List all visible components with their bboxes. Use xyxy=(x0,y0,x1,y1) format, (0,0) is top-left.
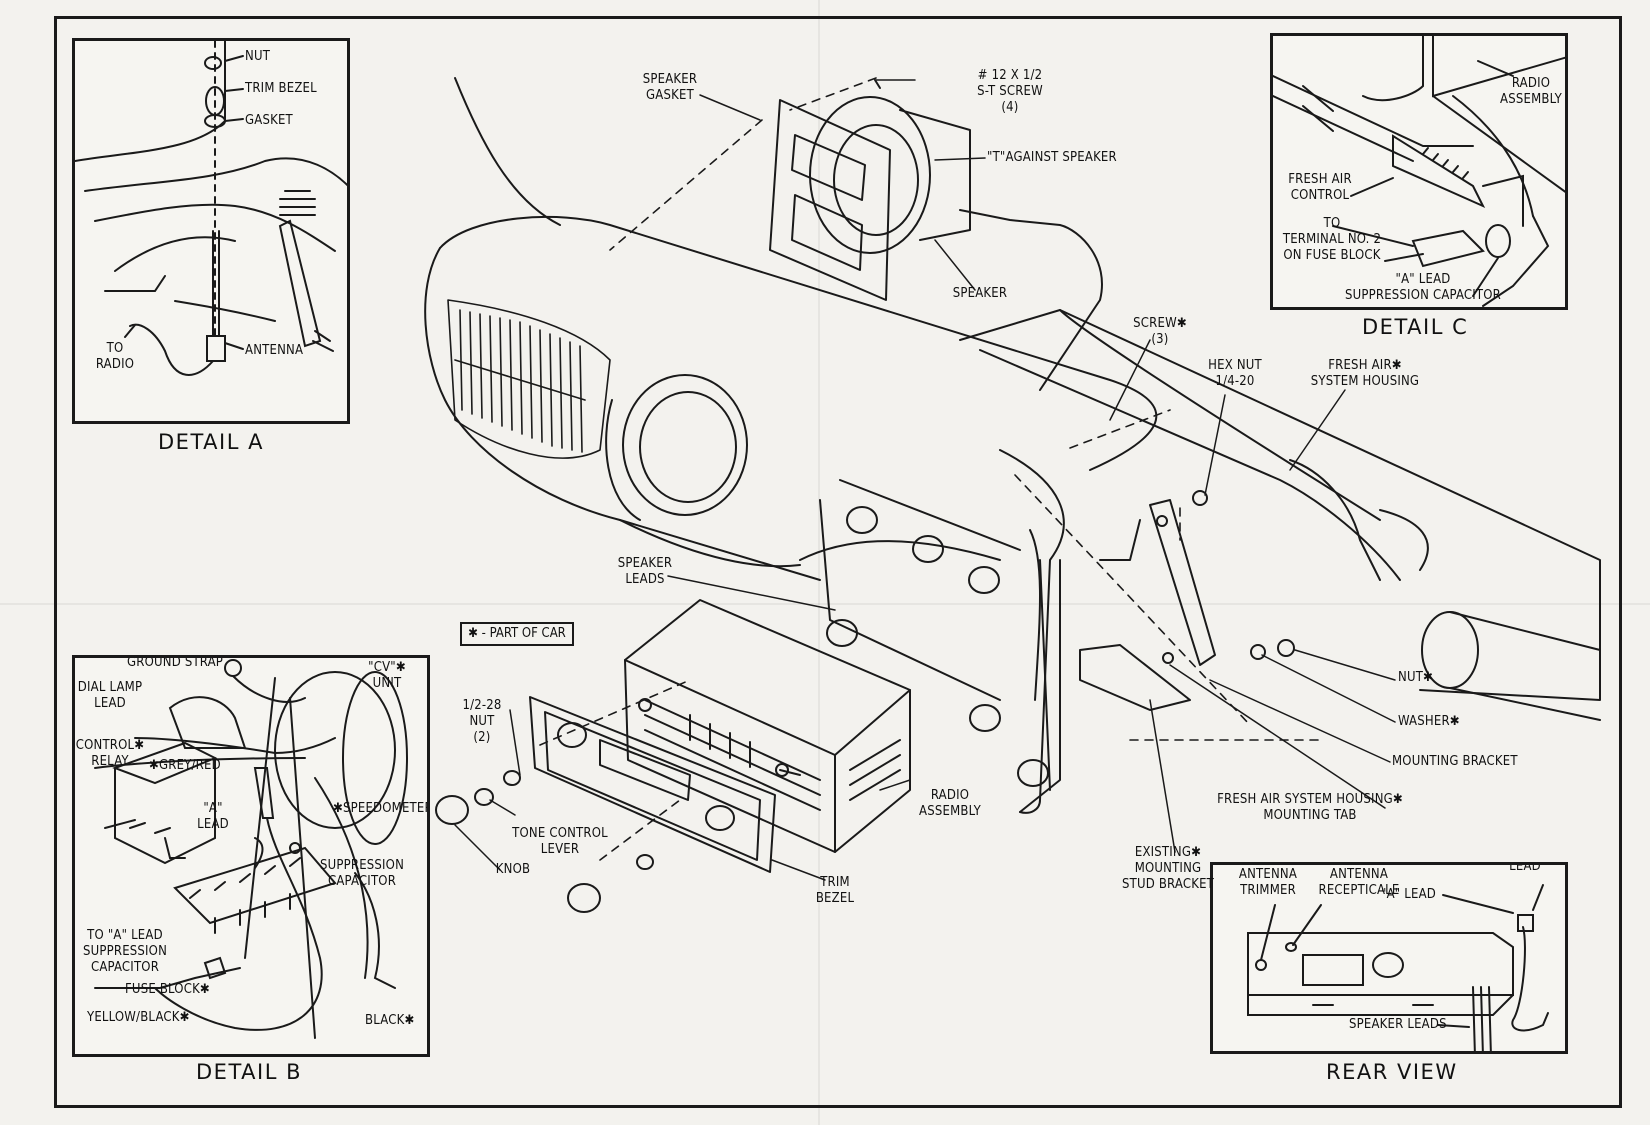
radio-assembly xyxy=(624,599,911,853)
label-r-antenna-trimmer: ANTENNA TRIMMER xyxy=(1238,867,1298,898)
rear-view-panel: ANTENNA TRIMMER ANTENNA RECEPTICALE DIAL… xyxy=(1210,862,1568,1054)
label-screw-3: SCREW✱ (3) xyxy=(1133,316,1187,347)
label-radio-assembly-main: RADIO ASSEMBLY xyxy=(919,788,981,819)
label-hex-nut: HEX NUT 1/4-20 xyxy=(1208,358,1262,389)
rear-view-drawing xyxy=(1247,884,1549,1051)
label-b-fuse-block: FUSE BLOCK✱ xyxy=(125,982,210,997)
mounting-bracket xyxy=(1079,490,1295,711)
label-b-suppression: SUPPRESSION CAPACITOR xyxy=(319,858,405,889)
exploded-knobs xyxy=(435,770,654,913)
label-screw-12: # 12 X 1/2 S-T SCREW (4) xyxy=(977,68,1043,115)
fold-crease-horizontal xyxy=(0,603,1650,605)
label-a-gasket: GASKET xyxy=(245,113,293,128)
label-a-to-radio: TO RADIO xyxy=(95,341,135,372)
label-trim-bezel-main: TRIM BEZEL xyxy=(815,875,855,906)
label-c-radio-assembly: RADIO ASSEMBLY xyxy=(1500,76,1562,107)
label-knob: KNOB xyxy=(495,862,531,877)
label-b-control-relay: CONTROL✱ RELAY xyxy=(75,738,145,769)
label-b-a-lead: "A" LEAD xyxy=(197,801,229,832)
label-existing-stud: EXISTING✱ MOUNTING STUD BRACKET xyxy=(1121,845,1214,892)
label-tone-control: TONE CONTROL LEVER xyxy=(512,826,608,857)
outer-border xyxy=(54,16,1622,1108)
label-r-antenna-recepticale: ANTENNA RECEPTICALE xyxy=(1318,867,1400,898)
label-speaker: SPEAKER xyxy=(952,286,1008,301)
label-r-dial-lamp: DIAL LAMP LEAD xyxy=(1509,862,1541,874)
fresh-air-housing xyxy=(959,309,1601,721)
detail-c-drawing xyxy=(1273,36,1565,307)
label-r-speaker-leads: SPEAKER LEADS xyxy=(1349,1017,1447,1032)
label-b-dial-lamp: DIAL LAMP LEAD xyxy=(77,680,143,711)
label-b-to-a-lead: TO "A" LEAD SUPPRESSION CAPACITOR xyxy=(82,928,168,975)
speaker-unit xyxy=(769,79,1103,391)
fold-crease-vertical xyxy=(818,0,820,1125)
label-nut-half: 1/2-28 NUT (2) xyxy=(462,698,502,745)
label-b-speedometer: ✱SPEEDOMETER xyxy=(333,801,430,816)
label-b-yellow-black: YELLOW/BLACK✱ xyxy=(87,1010,190,1025)
assembly-dashed-lines xyxy=(539,77,1321,861)
label-c-fresh-air-control: FRESH AIR CONTROL xyxy=(1288,172,1352,203)
label-a-trim-bezel: TRIM BEZEL xyxy=(245,81,317,96)
label-c-to-terminal: TO TERMINAL NO. 2 ON FUSE BLOCK xyxy=(1282,216,1382,263)
label-nut-main: NUT✱ xyxy=(1398,670,1434,685)
rear-view-title: REAR VIEW xyxy=(1326,1060,1458,1084)
label-t-against-speaker: "T"AGAINST SPEAKER xyxy=(987,150,1117,165)
detail-a-panel: NUT TRIM BEZEL GASKET TO RADIO ANTENNA xyxy=(72,38,350,424)
speaker-grille xyxy=(447,299,611,459)
label-mounting-bracket: MOUNTING BRACKET xyxy=(1392,754,1518,769)
dashboard-knobs xyxy=(826,506,1049,787)
label-b-grey-red: ✱GREY/RED xyxy=(149,758,221,773)
detail-b-drawing xyxy=(94,659,408,1039)
label-b-black: BLACK✱ xyxy=(365,1013,415,1028)
dashboard-outline xyxy=(424,77,1158,814)
label-washer-main: WASHER✱ xyxy=(1398,714,1460,729)
label-speaker-leads-main: SPEAKER LEADS xyxy=(617,556,673,587)
label-speaker-gasket: SPEAKER GASKET xyxy=(642,72,698,103)
detail-b-title: DETAIL B xyxy=(196,1060,302,1084)
part-of-car-legend: ✱ - PART OF CAR xyxy=(460,622,574,646)
gauge-opening xyxy=(605,374,748,521)
detail-c-panel: RADIO ASSEMBLY FRESH AIR CONTROL TO TERM… xyxy=(1270,33,1568,310)
detail-a-drawing xyxy=(75,41,347,376)
label-b-ground-strap: GROUND STRAP xyxy=(127,655,224,670)
label-fresh-air-housing: FRESH AIR✱ SYSTEM HOUSING xyxy=(1310,358,1420,389)
label-a-nut: NUT xyxy=(245,49,271,64)
trim-bezel xyxy=(529,696,776,873)
detail-b-panel: GROUND STRAP "CV"✱ UNIT DIAL LAMP LEAD C… xyxy=(72,655,430,1057)
label-r-a-lead: "A" LEAD xyxy=(1381,887,1436,902)
label-fresh-air-tab: FRESH AIR SYSTEM HOUSING✱ MOUNTING TAB xyxy=(1217,792,1403,823)
label-c-a-lead: "A" LEAD SUPPRESSION CAPACITOR xyxy=(1344,272,1502,303)
detail-c-title: DETAIL C xyxy=(1362,315,1469,339)
detail-a-title: DETAIL A xyxy=(158,430,264,454)
main-leader-lines xyxy=(454,79,1396,881)
label-a-antenna: ANTENNA xyxy=(245,343,304,358)
label-b-cv-unit: "CV"✱ UNIT xyxy=(368,660,406,691)
